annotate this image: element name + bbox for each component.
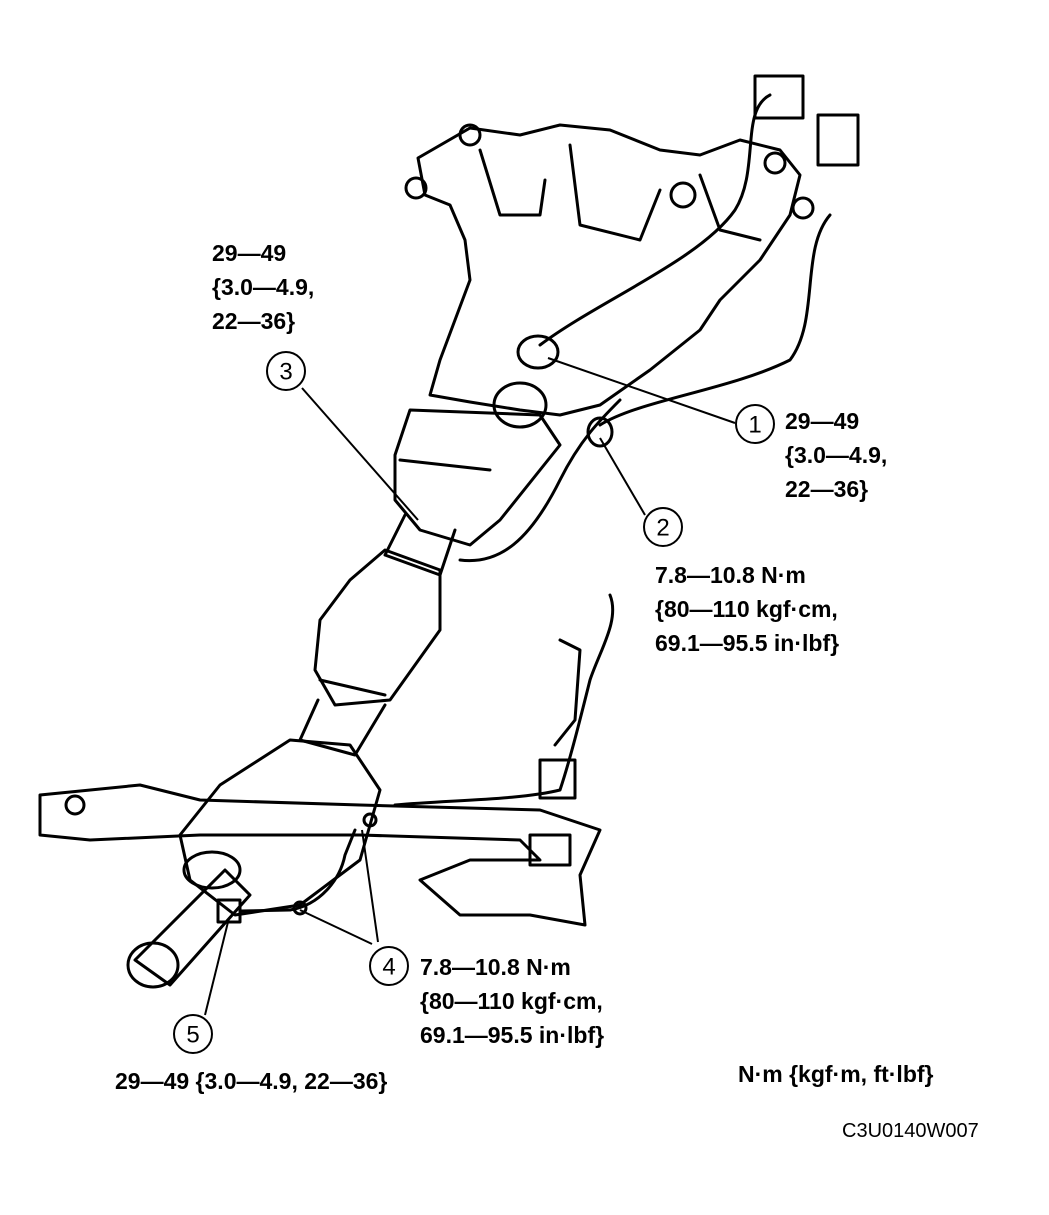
leader-line-3 [301,387,419,521]
callout-circle-1 [735,404,775,444]
callout-number-4: 4 [382,954,395,981]
units-legend: N·m {kgf·m, ft·lbf} [738,1061,934,1087]
manifold-stud [404,176,428,200]
callout-number-1: 1 [748,412,761,439]
manifold-stud [669,181,697,209]
crossmember [38,783,602,927]
torque-spec-3: 29—49 {3.0—4.9, 22—36} [212,240,315,334]
leader-line-4b [299,909,373,945]
oxygen-sensor-harness [538,93,772,347]
callout-circle-4 [369,946,409,986]
oxygen-sensor-connector [538,758,577,800]
sensor-connector [816,113,860,167]
manifold-stud [763,151,787,175]
manifold-stud [458,123,482,147]
sensor-connector [753,74,805,120]
leader-line-2 [599,437,646,516]
torque-spec-5: 29—49 {3.0—4.9, 22—36} [115,1068,388,1094]
leader-line-4 [361,829,379,943]
harness-clip [292,900,308,916]
torque-spec-4: 7.8—10.8 N·m {80—110 kgf·cm, 69.1—95.5 i… [420,954,605,1048]
torque-spec-2: 7.8—10.8 N·m {80—110 kgf·cm, 69.1—95.5 i… [655,562,840,656]
front-catalytic-converter [393,408,562,547]
callout-circle-3 [266,351,306,391]
exhaust-manifold [416,123,802,417]
figure-code: C3U0140W007 [842,1120,979,1142]
oxygen-sensor-2 [586,416,614,448]
oxygen-sensor-1 [516,334,560,370]
main-catalytic-converter [313,548,442,707]
callout-circle-5 [173,1014,213,1054]
torque-spec-1: 29—49 {3.0—4.9, 22—36} [785,408,888,502]
callout-circle-2 [643,507,683,547]
presilencer [178,738,382,917]
harness-clip [362,812,378,828]
tail-pipe [133,868,252,987]
callout-number-3: 3 [279,359,292,386]
manifold-stud [791,196,815,220]
callout-number-5: 5 [186,1022,199,1049]
leader-line-1 [547,357,736,424]
leader-line-5 [204,921,229,1016]
callout-number-2: 2 [656,515,669,542]
